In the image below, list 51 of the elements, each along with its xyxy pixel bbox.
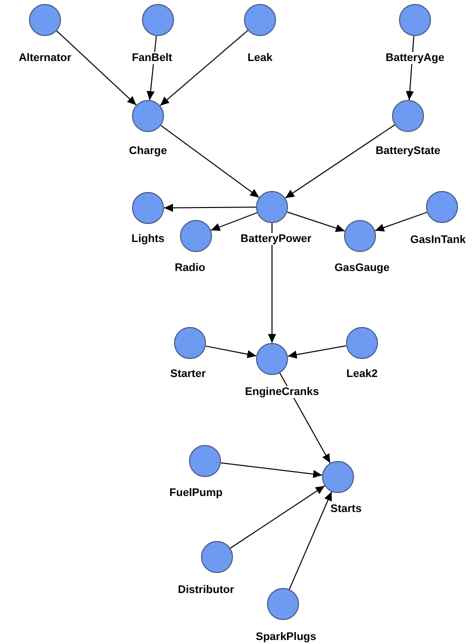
- node-circle: [256, 191, 288, 223]
- node-label: BatteryPower: [240, 233, 312, 245]
- arrow: [205, 346, 257, 358]
- arrow: [279, 372, 331, 464]
- node-label: Leak2: [346, 368, 378, 380]
- arrow: [160, 30, 248, 106]
- node-label: BatteryAge: [386, 52, 444, 64]
- node-label: BatteryState: [376, 145, 440, 157]
- node-label: Distributor: [178, 584, 234, 596]
- node-label: Lights: [132, 233, 164, 245]
- node-circle: [174, 327, 206, 359]
- node-circle: [201, 541, 233, 573]
- arrow: [287, 345, 347, 359]
- node-label: Alternator: [18, 52, 72, 64]
- arrow: [160, 124, 260, 198]
- arrow: [286, 212, 346, 232]
- node-circle: [399, 4, 431, 36]
- node-circle: [256, 343, 288, 375]
- node-circle: [346, 327, 378, 359]
- node-label: Starter: [170, 368, 206, 380]
- arrow: [288, 491, 332, 590]
- node-label: EngineCranks: [245, 386, 319, 398]
- node-label: FanBelt: [132, 52, 172, 64]
- node-label: Radio: [174, 262, 206, 274]
- node-circle: [29, 4, 61, 36]
- node-circle: [426, 191, 458, 223]
- node-circle: [132, 192, 164, 224]
- node-label: FuelPump: [169, 487, 223, 499]
- node-circle: [180, 220, 212, 252]
- node-circle: [142, 4, 174, 36]
- arrow: [210, 212, 258, 231]
- node-label: Leak: [247, 52, 273, 64]
- node-label: Charge: [129, 145, 167, 157]
- node-circle: [322, 461, 354, 493]
- arrow: [284, 124, 396, 199]
- node-circle: [267, 588, 299, 620]
- node-circle: [244, 4, 276, 36]
- arrow: [230, 485, 326, 549]
- arrow: [164, 204, 256, 212]
- node-label: GasInTank: [410, 234, 466, 246]
- arrow: [56, 30, 137, 106]
- node-circle: [344, 220, 376, 252]
- node-label: Starts: [330, 503, 362, 515]
- node-circle: [189, 445, 221, 477]
- arrow: [268, 222, 276, 344]
- node-label: SparkPlugs: [256, 631, 316, 643]
- node-label: GasGauge: [334, 262, 390, 274]
- arrow: [374, 212, 428, 232]
- node-circle: [392, 100, 424, 132]
- node-circle: [132, 100, 164, 132]
- arrow: [220, 462, 323, 478]
